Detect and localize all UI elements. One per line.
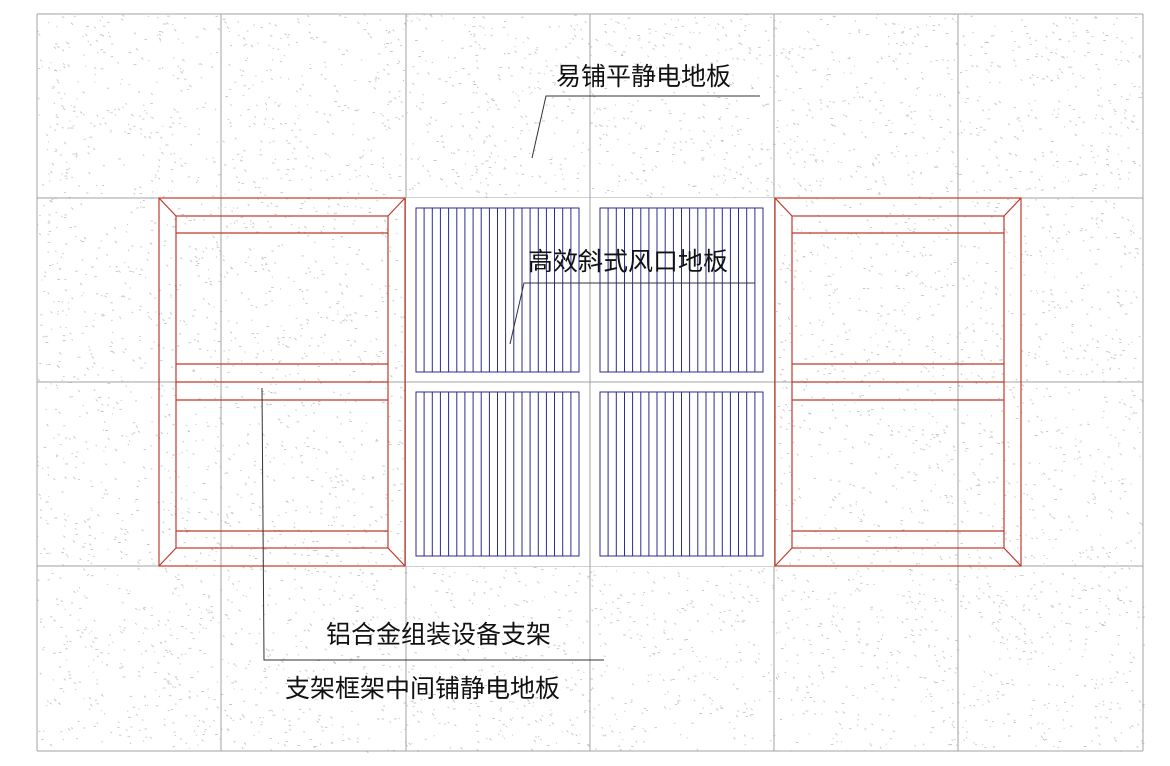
vent-panel-4 xyxy=(599,391,764,557)
leader-easy-floor xyxy=(531,95,760,159)
label-vent-floor: 高效斜式风口地板 xyxy=(528,247,729,276)
frame-corner xyxy=(158,197,177,217)
frame-outer xyxy=(158,197,406,567)
vent-panel-1 xyxy=(415,207,580,373)
frame-corner xyxy=(387,197,406,217)
frame-corner xyxy=(387,547,406,567)
vent-panel-2 xyxy=(599,207,764,373)
label-easy-floor: 易铺平静电地板 xyxy=(556,62,732,91)
frame-corner xyxy=(774,547,793,567)
frame-corner xyxy=(1003,547,1022,567)
vent-floor-area xyxy=(406,198,774,566)
leader-vent-floor xyxy=(509,282,755,345)
leader-bracket xyxy=(261,387,604,661)
label-bracket: 铝合金组装设备支架 xyxy=(326,620,552,649)
label-inner-floor: 支架框架中间铺静电地板 xyxy=(285,674,561,703)
bracket-frame-left xyxy=(158,197,406,567)
frame-corner xyxy=(1003,197,1022,217)
bracket-frame-right xyxy=(774,197,1022,567)
frame-outer xyxy=(774,197,1022,567)
frame-corner xyxy=(774,197,793,217)
vent-panel-3 xyxy=(415,391,580,557)
leader-lines xyxy=(261,95,760,661)
frame-corner xyxy=(158,547,177,567)
